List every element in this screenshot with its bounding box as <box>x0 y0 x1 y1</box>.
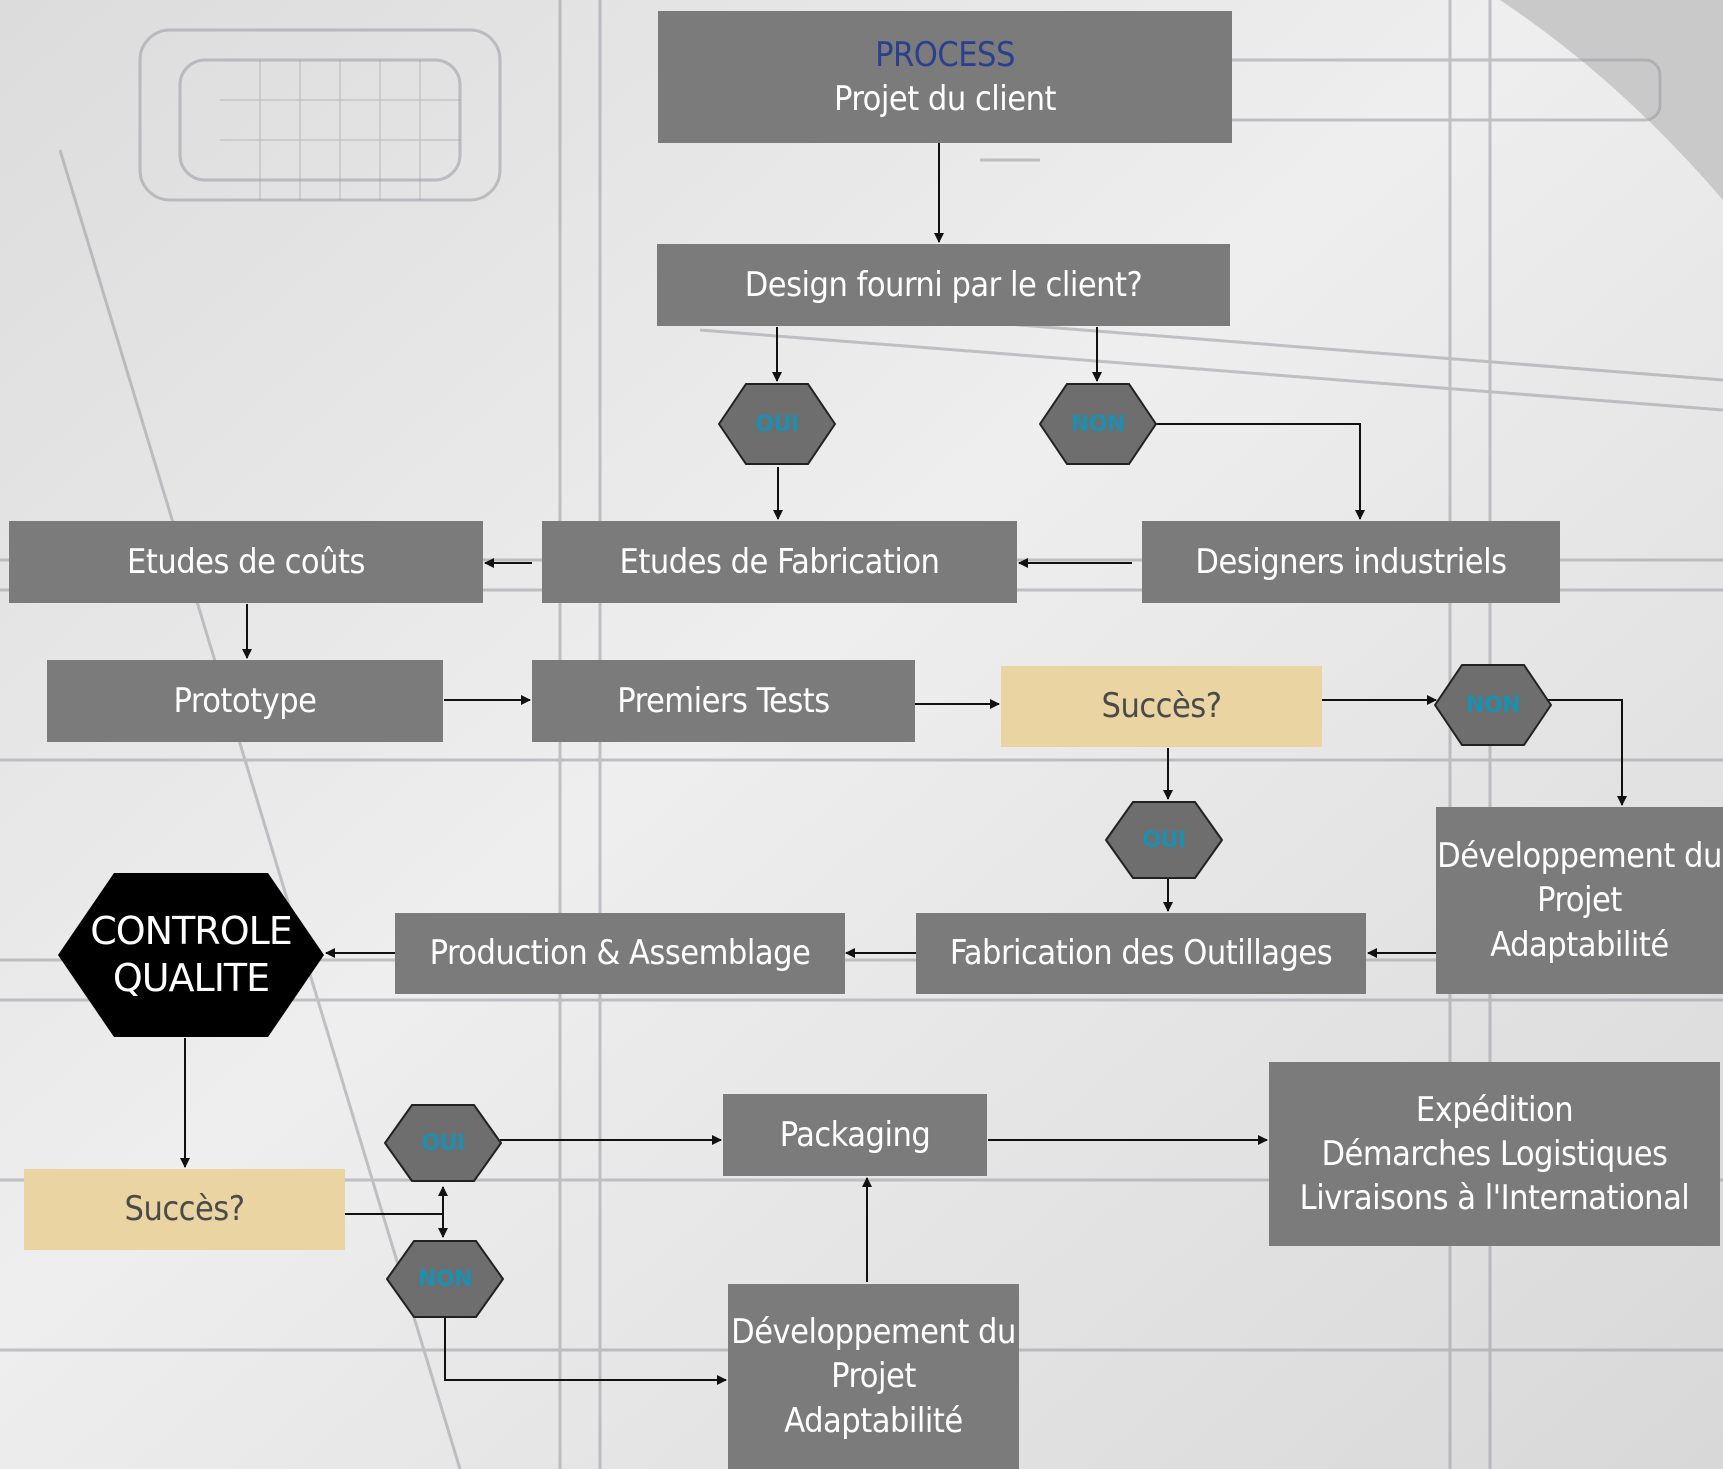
designers-label: Designers industriels <box>1195 541 1507 582</box>
non-hexagon-2: NON <box>1433 664 1553 746</box>
oui-label-2: OUI <box>1142 827 1186 853</box>
non-hexagon-1: NON <box>1038 383 1158 465</box>
non-hexagon-3: NON <box>385 1240 505 1318</box>
fabrication-outillages-box: Fabrication des Outillages <box>916 913 1366 994</box>
oui-hexagon-2: OUI <box>1104 801 1224 879</box>
succes-box-2: Succès? <box>24 1169 345 1250</box>
expedition-line-2: Démarches Logistiques <box>1321 1133 1668 1174</box>
designers-box: Designers industriels <box>1142 521 1560 603</box>
controle-qualite-hexagon: CONTROLE QUALITE <box>57 872 325 1038</box>
oui-label-1: OUI <box>755 411 799 437</box>
non-label-1: NON <box>1070 411 1126 437</box>
etudes-fabrication-box: Etudes de Fabrication <box>542 521 1017 603</box>
succes-label-2: Succès? <box>124 1189 245 1230</box>
packaging-label: Packaging <box>779 1114 931 1155</box>
non-label-2: NON <box>1465 692 1521 718</box>
dev-box-2: Développement du Projet Adaptabilité <box>728 1284 1019 1469</box>
expedition-line-1: Expédition <box>1415 1089 1574 1130</box>
oui-hexagon-1: OUI <box>717 383 837 465</box>
premiers-tests-label: Premiers Tests <box>617 680 830 721</box>
fabrication-outillages-label: Fabrication des Outillages <box>949 933 1333 974</box>
production-box: Production & Assemblage <box>395 913 845 994</box>
expedition-box: Expédition Démarches Logistiques Livrais… <box>1269 1062 1720 1246</box>
oui-label-3: OUI <box>421 1130 465 1156</box>
premiers-tests-box: Premiers Tests <box>532 660 915 742</box>
non-label-3: NON <box>417 1266 473 1292</box>
etudes-couts-box: Etudes de coûts <box>9 521 483 603</box>
design-question-box: Design fourni par le client? <box>657 244 1230 326</box>
process-title: PROCESS <box>875 34 1015 75</box>
dev-1-line-3: Adaptabilité <box>1490 924 1669 965</box>
etudes-couts-label: Etudes de coûts <box>127 541 365 582</box>
etudes-fabrication-label: Etudes de Fabrication <box>619 541 940 582</box>
dev-box-1: Développement du Projet Adaptabilité <box>1436 807 1723 994</box>
production-label: Production & Assemblage <box>429 933 811 974</box>
succes-label-1: Succès? <box>1101 686 1222 727</box>
dev-1-line-2: Projet <box>1537 880 1622 921</box>
dev-2-line-1: Développement du <box>731 1312 1016 1353</box>
dev-2-line-3: Adaptabilité <box>784 1400 963 1441</box>
oui-hexagon-3: OUI <box>383 1104 503 1182</box>
controle-line-2: QUALITE <box>112 956 270 1000</box>
controle-qualite-label: CONTROLE QUALITE <box>57 872 325 1038</box>
process-subtitle: Projet du client <box>834 79 1056 119</box>
dev-1-line-1: Développement du <box>1437 836 1722 877</box>
succes-box-1: Succès? <box>1001 666 1322 747</box>
expedition-line-3: Livraisons à l'International <box>1299 1178 1690 1219</box>
prototype-label: Prototype <box>173 680 317 721</box>
design-question-label: Design fourni par le client? <box>744 264 1143 305</box>
packaging-box: Packaging <box>723 1094 987 1176</box>
controle-line-1: CONTROLE <box>90 908 293 953</box>
prototype-box: Prototype <box>47 660 443 742</box>
dev-2-line-2: Projet <box>831 1356 916 1397</box>
process-box: PROCESS Projet du client <box>658 11 1232 143</box>
